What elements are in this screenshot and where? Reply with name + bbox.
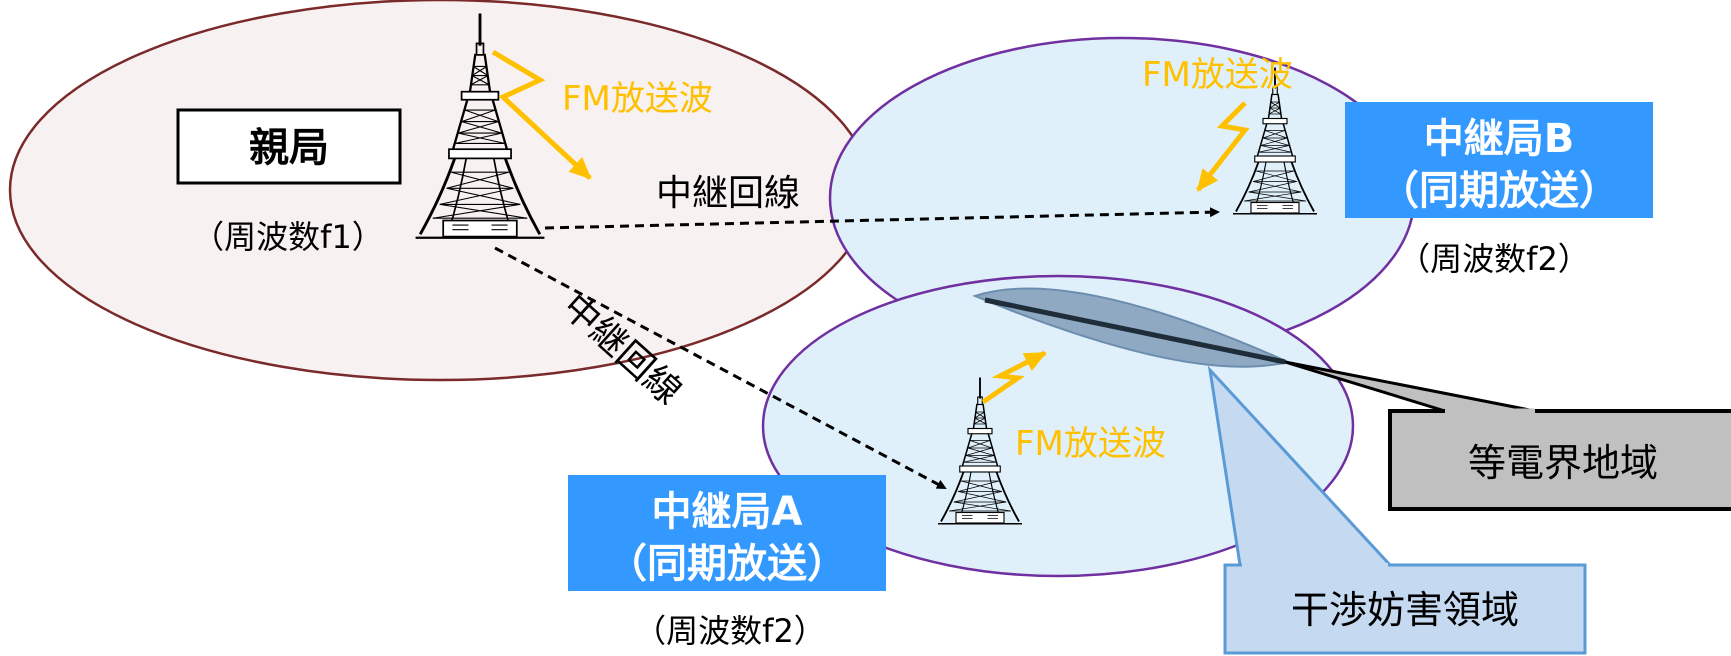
relay-b-label-box — [1345, 102, 1653, 218]
relay-b-mode: （同期放送） — [1379, 168, 1619, 214]
relay-b-name: 中継局B — [1424, 116, 1575, 162]
relay-b-wave-icon — [1196, 101, 1250, 192]
relay-b-frequency: （周波数f2） — [1398, 240, 1590, 278]
relay-a-label-box — [568, 475, 886, 591]
relay-link-to-a — [494, 246, 947, 490]
equal-field-callout-box — [1388, 409, 1731, 511]
relay-a-wave-icon — [981, 350, 1047, 405]
parent-station-label: 親局 — [249, 125, 329, 171]
equal-field-label: 等電界地域 — [1468, 441, 1658, 485]
relay-a-frequency: （周波数f2） — [634, 612, 826, 650]
parent-station-frequency: （周波数f1） — [192, 218, 384, 256]
relay-a-name: 中継局A — [652, 489, 803, 535]
equal-field-line — [984, 297, 1286, 365]
parent-station-label-box — [176, 108, 402, 185]
relay-link-to-b — [544, 207, 1220, 230]
parent-wave-icon — [491, 49, 592, 180]
relay-link-to-b-label: 中継回線 — [656, 173, 800, 214]
interference-callout-box — [1223, 563, 1587, 655]
parent-wave-label: FM放送波 — [562, 79, 713, 119]
interference-label: 干渉妨害領域 — [1291, 588, 1519, 632]
relay-a-mode: （同期放送） — [607, 541, 847, 587]
relay-a-wave-label: FM放送波 — [1015, 424, 1166, 464]
relay-b-wave-label: FM放送波 — [1142, 55, 1293, 95]
